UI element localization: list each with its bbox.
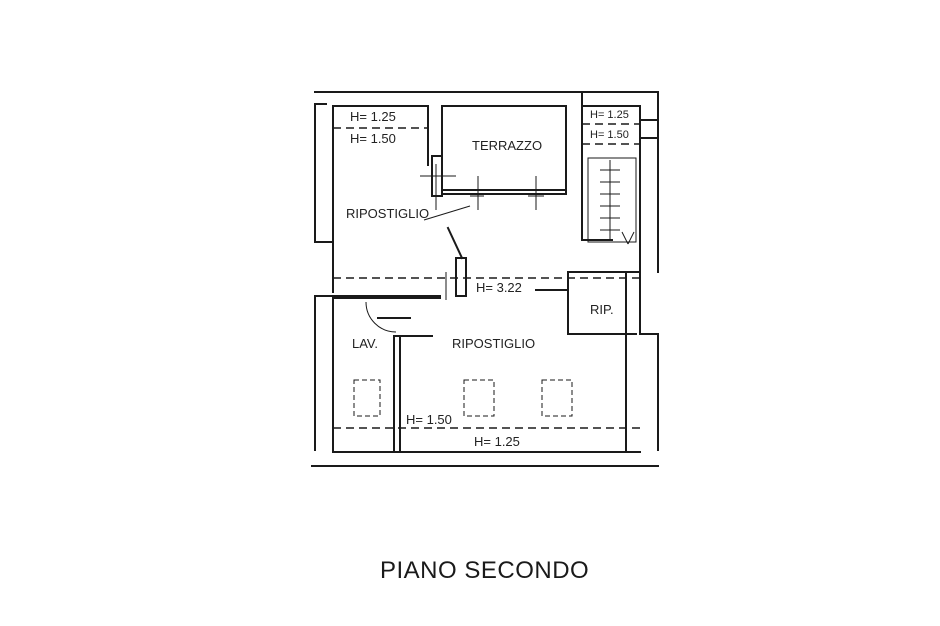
skylight-lav	[353, 379, 381, 417]
stair-arrow-2	[627, 231, 635, 245]
height-label-stair-bottom: H= 1.50	[590, 129, 629, 141]
height-label-lower-inner: H= 1.50	[406, 412, 452, 427]
height-label-upper-left-bottom: H= 1.50	[350, 131, 396, 146]
height-label-lower-outer: H= 1.25	[474, 434, 520, 449]
walls	[311, 91, 659, 467]
thin-details	[353, 157, 637, 417]
center-pillar	[455, 257, 467, 297]
height-label-center: H= 3.22	[476, 280, 522, 295]
height-label-stair-top: H= 1.25	[590, 109, 629, 121]
upper-door-leaf	[423, 205, 471, 221]
skylight-right	[541, 379, 573, 417]
room-label-ripostiglio-lower: RIPOSTIGLIO	[452, 336, 535, 351]
room-label-rip: RIP.	[590, 302, 614, 317]
lav-door-arc	[365, 301, 397, 333]
height-label-upper-left-top: H= 1.25	[350, 109, 396, 124]
room-label-lav: LAV.	[352, 336, 378, 351]
stair-outline	[587, 157, 637, 243]
skylight-center	[463, 379, 495, 417]
plan-title: PIANO SECONDO	[380, 557, 589, 584]
door-stub-slant	[446, 226, 464, 260]
room-label-terrazzo: TERRAZZO	[472, 138, 542, 153]
height-lines	[333, 123, 640, 429]
stair-arrow-1	[621, 231, 629, 245]
room-label-ripostiglio-upper: RIPOSTIGLIO	[346, 206, 429, 221]
